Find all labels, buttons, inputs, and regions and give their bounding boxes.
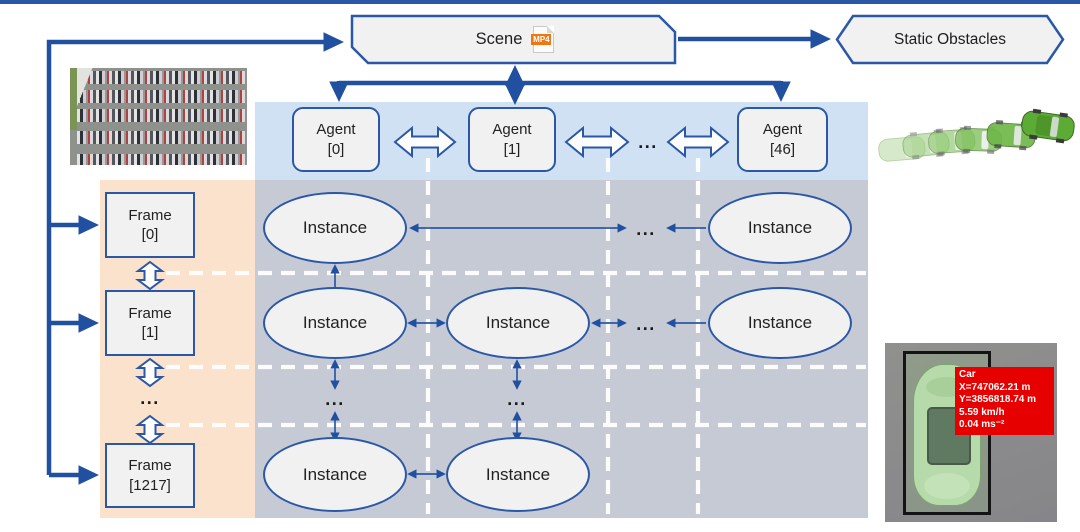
parking-row xyxy=(77,109,245,122)
instance-node-r2c1: Instance xyxy=(263,287,407,359)
instance-node-r4c1: Instance xyxy=(263,437,407,512)
instance-node-r2c4: Instance xyxy=(708,287,852,359)
mp4-file-fold xyxy=(547,26,555,33)
car-annotation-label: Car X=747062.21 m Y=3856818.74 m 5.59 km… xyxy=(955,367,1054,435)
static-obstacles-node: Static Obstacles xyxy=(845,18,1055,61)
agent-link-arrow-2 xyxy=(564,125,630,159)
agent-index: [0] xyxy=(327,140,345,158)
frame-node-1217: Frame [1217] xyxy=(105,443,195,508)
grid-ellipsis-r3c2: ... xyxy=(507,388,527,409)
agent-row-ellipsis: ... xyxy=(638,131,658,152)
instance-node-r1c1: Instance xyxy=(263,192,407,264)
frame-link-arrow-3 xyxy=(135,414,165,445)
parking-lot-image xyxy=(70,68,247,165)
instance-node-r1c4: Instance xyxy=(708,192,852,264)
agent-label: Agent xyxy=(316,121,356,139)
agent-node-0: Agent [0] xyxy=(292,107,380,172)
agent-index: [46] xyxy=(769,140,796,158)
instance-label: Instance xyxy=(302,464,368,484)
agent-label: Agent xyxy=(492,121,532,139)
agent-link-arrow-3 xyxy=(666,125,730,159)
frame-label: Frame xyxy=(128,304,172,322)
mp4-icon-label: MP4 xyxy=(531,34,552,45)
parking-grass xyxy=(70,68,77,130)
agent-node-1: Agent [1] xyxy=(468,107,556,172)
instance-label: Instance xyxy=(302,218,368,237)
agent-index: [1] xyxy=(503,140,521,158)
scene-label: Scene xyxy=(475,30,523,48)
annotated-car-image: Car X=747062.21 m Y=3856818.74 m 5.59 km… xyxy=(885,343,1057,522)
frame-index: [1] xyxy=(141,324,159,341)
frame-link-arrow-1 xyxy=(135,260,165,291)
car-hood xyxy=(924,473,970,499)
scene-node: Scene MP4 xyxy=(360,18,670,61)
instance-node-r4c2: Instance xyxy=(446,437,590,512)
frame-node-1: Frame [1] xyxy=(105,290,195,356)
instance-label: Instance xyxy=(485,464,551,484)
agent-link-arrow-1 xyxy=(393,125,457,159)
parking-row xyxy=(77,71,245,84)
car-annotation-speed: 5.59 km/h xyxy=(959,406,1005,418)
frame-index: [1217] xyxy=(129,476,171,494)
frame-node-0: Frame [0] xyxy=(105,192,195,258)
frame-index: [0] xyxy=(141,226,159,243)
grid-ellipsis-r1: ... xyxy=(636,218,656,239)
trajectory-image xyxy=(878,108,1075,162)
mp4-file-icon: MP4 xyxy=(531,26,555,53)
car-annotation-accel: 0.04 ms⁻² xyxy=(959,419,1005,431)
car-annotation-title: Car xyxy=(959,369,976,380)
car-annotation-y: Y=3856818.74 m xyxy=(959,394,1037,406)
parking-row xyxy=(77,131,245,144)
instance-label: Instance xyxy=(747,218,813,237)
car-annotation-x: X=747062.21 m xyxy=(959,381,1031,393)
instance-label: Instance xyxy=(747,313,813,332)
parking-row xyxy=(77,90,245,103)
static-obstacles-label: Static Obstacles xyxy=(894,30,1006,48)
instance-node-r2c2: Instance xyxy=(446,287,590,359)
trajectory-car xyxy=(1021,108,1075,144)
instance-label: Instance xyxy=(302,313,368,332)
frame-spine-connector xyxy=(46,32,344,475)
frame-label: Frame xyxy=(128,206,172,224)
static-obstacles-node-shape xyxy=(835,14,1065,65)
top-rule xyxy=(0,0,1080,4)
car-body xyxy=(913,364,981,506)
frame-link-arrow-2 xyxy=(135,357,165,388)
grid-ellipsis-r2: ... xyxy=(636,313,656,334)
parking-row xyxy=(77,154,245,165)
instance-label: Instance xyxy=(485,313,551,332)
agent-node-46: Agent [46] xyxy=(737,107,828,172)
frame-label: Frame xyxy=(128,457,172,475)
agent-label: Agent xyxy=(762,121,803,139)
scene-node-shape xyxy=(350,14,677,65)
frame-column-ellipsis: ... xyxy=(140,387,160,408)
grid-ellipsis-r3c1: ... xyxy=(325,388,345,409)
